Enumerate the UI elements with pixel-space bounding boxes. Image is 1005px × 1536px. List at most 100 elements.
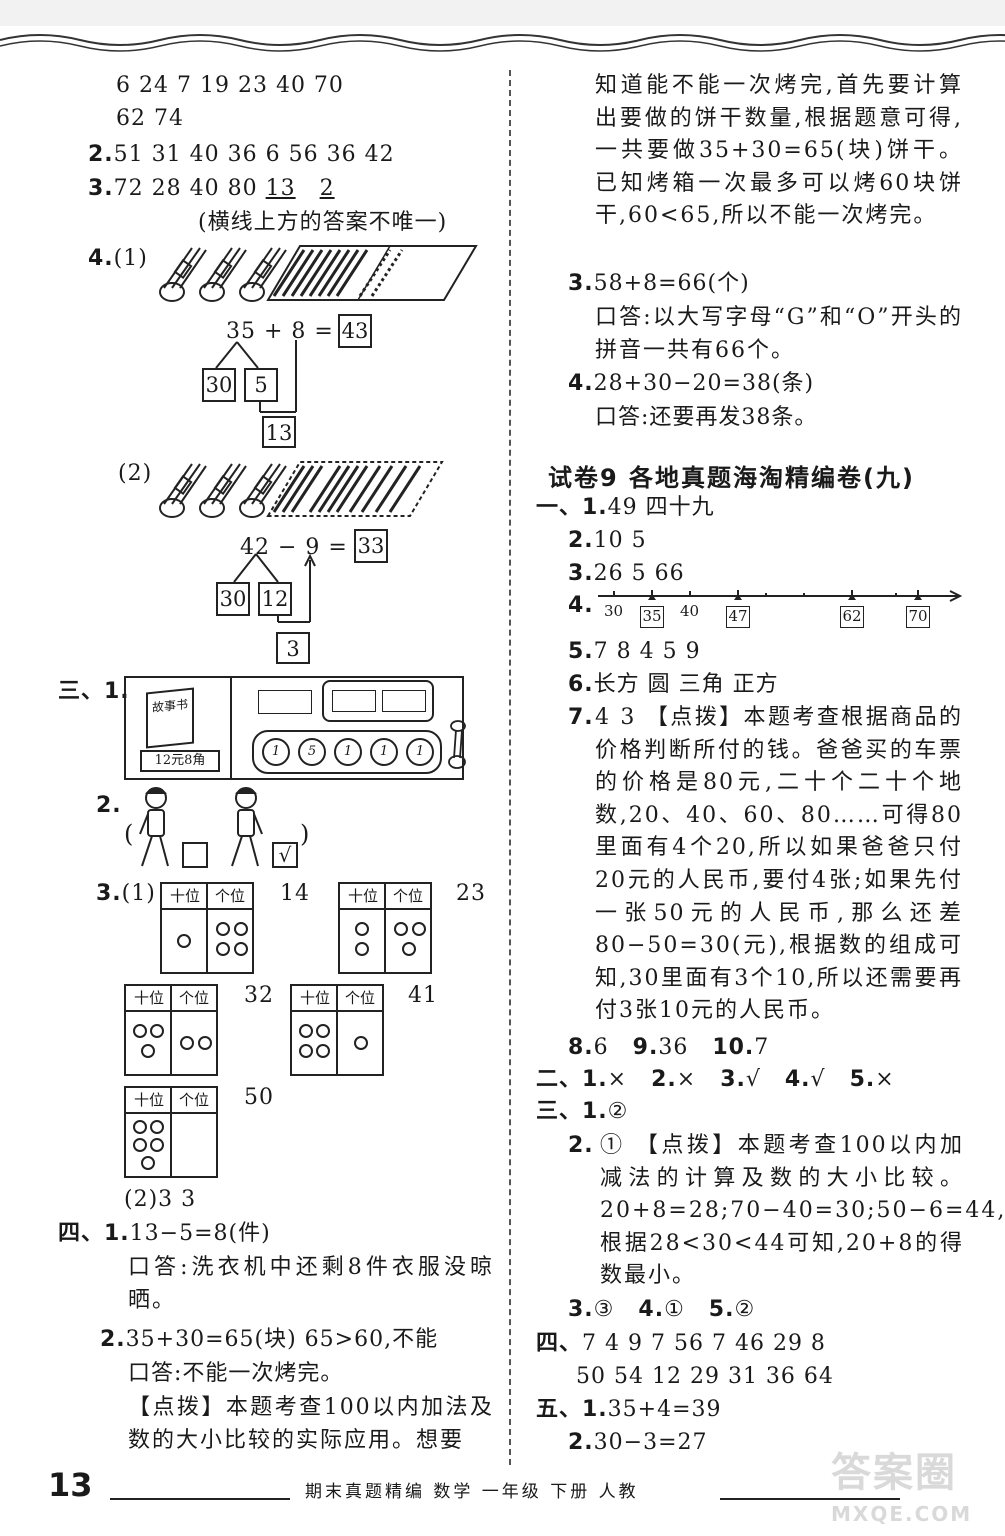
equation: 30−3=27 (593, 1430, 708, 1455)
answer-text: √ (745, 1067, 761, 1092)
bead (216, 942, 230, 956)
banknote-icon (258, 690, 312, 714)
section-2: 二、1.× 2.× 3.√ 4.√ 5.× (536, 1064, 895, 1096)
split-box: 30 (202, 368, 236, 402)
question-number: 10. (712, 1035, 755, 1060)
question-number: 2. (568, 528, 594, 553)
answer-text: 长方 圆 三角 正方 (593, 672, 779, 697)
section-number: 四、 (536, 1331, 583, 1356)
question-number: 2. (651, 1067, 677, 1092)
question-number: 7. (568, 705, 594, 730)
answer-text: 72 28 40 80 (113, 176, 266, 201)
table-value: 50 (244, 1085, 274, 1110)
coin-icon: 1 (370, 738, 398, 766)
answer-text: 7 4 9 7 56 7 46 29 8 (582, 1331, 826, 1356)
bead (299, 1024, 313, 1038)
bead (216, 922, 230, 936)
question-number: 2. (568, 1430, 594, 1455)
split-box: 3 (276, 632, 310, 664)
bead (177, 934, 191, 948)
section-5-q1: 五、1.35+4=39 (536, 1394, 722, 1426)
answer-text: ③ (593, 1297, 615, 1322)
section-number: 四、1. (58, 1221, 130, 1246)
child-walking-icon (139, 787, 169, 867)
split-box: 30 (216, 582, 250, 616)
bead (402, 942, 416, 956)
answer-text: 49 四十九 (607, 495, 715, 520)
bundles-illustration-1 (159, 245, 478, 302)
answer-text: 10 5 (593, 528, 647, 553)
paren: ) (300, 820, 311, 848)
table-value: 14 (280, 881, 310, 906)
question-3: 3.58+8=66(个) (568, 268, 750, 300)
table-value: 23 (456, 881, 486, 906)
bead (133, 1024, 147, 1038)
bead (133, 1120, 147, 1134)
answer-line: 62 74 (116, 106, 184, 131)
answer-text: × (875, 1067, 895, 1092)
bead (133, 1138, 147, 1152)
giraffe-icon (448, 720, 466, 769)
question-4: 4.(1) (88, 243, 148, 275)
tens-header: 十位 (162, 884, 208, 910)
question-number: 3. (96, 881, 122, 906)
ones-header: 个位 (338, 986, 382, 1012)
section-5-q2: 2.30−3=27 (568, 1427, 708, 1459)
tick-answer-box: 47 (726, 606, 750, 628)
explanation-paragraph: ① 【点拨】本题考查100以内加减法的计算及数的大小比较。20+8=28;70−… (600, 1133, 1005, 1289)
header-decoration (0, 0, 1005, 52)
question-number: 3. (720, 1067, 746, 1092)
watermark-bottom: MXQE.COM (831, 1502, 973, 1526)
paren: ( (124, 820, 135, 848)
section-4-row1: 四、7 4 9 7 56 7 46 29 8 (536, 1328, 826, 1360)
section-4-row2: 50 54 12 29 31 36 64 (576, 1364, 834, 1389)
answer-text: × (607, 1067, 628, 1092)
section-3-q1: 三、1.② (536, 1096, 628, 1128)
answer-line: 6 24 7 19 23 40 70 (116, 73, 344, 98)
answer-text: 7 8 4 5 9 (593, 639, 701, 664)
answer-text: 7 (754, 1035, 770, 1060)
split-box: 13 (262, 416, 296, 448)
child-walking-icon (231, 787, 263, 867)
tens-header: 十位 (126, 1088, 172, 1114)
section-3-q3-5: 3.③ 4.① 5.② (568, 1294, 755, 1326)
ones-header: 个位 (208, 884, 252, 910)
bead (150, 1138, 164, 1152)
section-1-q5: 5.7 8 4 5 9 (568, 636, 701, 668)
bead (316, 1024, 330, 1038)
question-3: 3.72 28 40 80 13 2 (88, 173, 335, 205)
section-1-q6: 6.长方 圆 三角 正方 (568, 669, 779, 701)
answer-box: 33 (354, 529, 388, 563)
answer-text: ① (664, 1297, 685, 1322)
ones-header: 个位 (386, 884, 430, 910)
part-label: (2) (118, 461, 153, 486)
place-value-table: 十位 个位 (338, 882, 432, 974)
page-number: 13 (48, 1466, 93, 1504)
continued-paragraph: 知道能不能一次烤完,首先要计算出要做的饼干数量,根据题意可得,一共要做35+30… (595, 73, 963, 229)
tens-header: 十位 (340, 884, 386, 910)
price-tag: 12元8角 (140, 750, 220, 772)
tick-label: 30 (604, 602, 624, 620)
question-number: 9. (632, 1035, 659, 1060)
split-lines-1 (215, 340, 297, 413)
question-number: 2. (568, 1133, 594, 1158)
watermark-logo: 答案圈 MXQE.COM (831, 1440, 991, 1530)
section-1-q3: 3.26 5 66 (568, 558, 685, 590)
bead (316, 1044, 330, 1058)
question-number: 5. (708, 1297, 735, 1322)
question-number: 5. (568, 639, 594, 664)
footer-decoration (110, 1498, 900, 1500)
question-3: 3.(1) (96, 878, 156, 910)
bead (354, 1036, 368, 1050)
bundles-illustration-2 (159, 461, 444, 518)
bead (198, 1036, 212, 1050)
bead (234, 922, 248, 936)
answer-text: 6 (593, 1035, 609, 1060)
question-number: 3. (568, 561, 594, 586)
question-number: 2. (96, 793, 122, 818)
bead (234, 942, 248, 956)
table-value: 32 (244, 983, 274, 1008)
underlined-answer: 13 (265, 176, 296, 201)
tick-answer-box: 35 (640, 606, 664, 628)
question-number: 3. (568, 1297, 594, 1322)
